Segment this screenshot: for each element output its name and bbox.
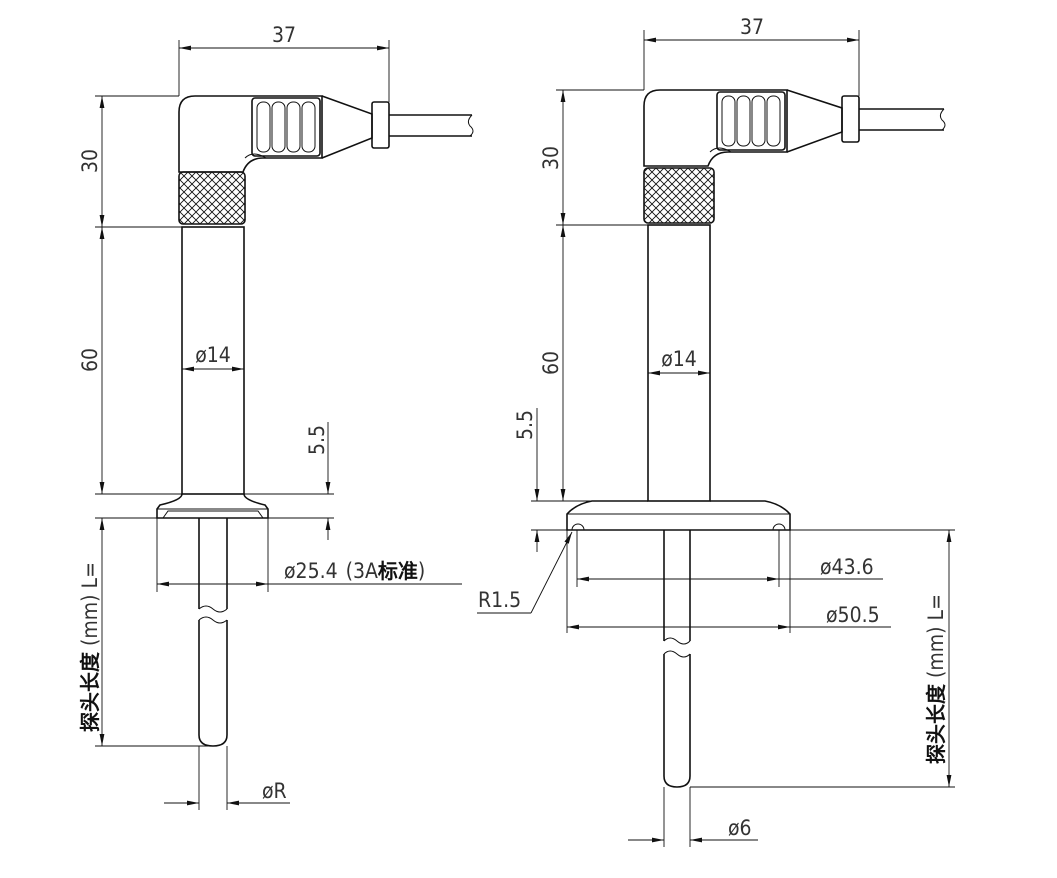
left-connector-head bbox=[178, 95, 474, 173]
right-shaft-diameter-label: ø14 bbox=[661, 347, 697, 371]
left-flange-label: ø25.4 (3A标准) bbox=[284, 559, 425, 583]
right-clamp-flange bbox=[566, 500, 791, 531]
left-probe-diameter-label: øR bbox=[262, 779, 287, 803]
right-probe-length-label: 探头长度 (mm) L= bbox=[924, 594, 948, 764]
right-dimension-labels: 37 30 60 ø14 5.5 ø43.6 ø50.5 R1.5 探头长度 (m… bbox=[478, 15, 948, 840]
right-probe-length-unit: (mm) L= bbox=[924, 594, 948, 678]
left-probe-length-label: 探头长度 (mm) L= bbox=[78, 562, 102, 732]
right-knurled-nut bbox=[643, 167, 715, 224]
left-shaft-diameter-label: ø14 bbox=[195, 343, 231, 367]
right-head-height-label: 30 bbox=[539, 146, 563, 170]
right-shaft-length-label: 60 bbox=[539, 351, 563, 375]
left-clamp-flange bbox=[156, 493, 269, 519]
left-flange-diameter: ø25.4 bbox=[284, 559, 338, 583]
right-radius-label: R1.5 bbox=[478, 588, 521, 612]
left-shaft-length-label: 60 bbox=[78, 348, 102, 372]
left-head-height-label: 30 bbox=[78, 149, 102, 173]
left-probe bbox=[198, 518, 228, 747]
left-dimensions bbox=[95, 40, 462, 810]
left-flange-standard-cn: 标准 bbox=[378, 559, 418, 583]
left-sensor bbox=[156, 95, 474, 747]
right-clamp-height-label: 5.5 bbox=[513, 410, 537, 440]
right-probe-diameter-label: ø6 bbox=[728, 816, 752, 840]
right-outer-diameter-label: ø50.5 bbox=[826, 603, 880, 627]
left-probe-length-cn: 探头长度 bbox=[78, 651, 102, 732]
right-width-label: 37 bbox=[740, 15, 764, 39]
right-sensor bbox=[566, 89, 946, 788]
right-probe bbox=[663, 530, 691, 788]
right-dimensions bbox=[477, 30, 955, 847]
left-probe-length-unit: (mm) L= bbox=[78, 562, 102, 646]
left-flange-standard-close: ) bbox=[418, 559, 425, 583]
left-dimension-labels: 37 30 60 ø14 5.5 ø25.4 (3A标准) 探头长度 (mm) L=… bbox=[78, 23, 425, 803]
right-connector-head bbox=[643, 89, 946, 167]
right-probe-length-cn: 探头长度 bbox=[924, 683, 948, 764]
left-flange-standard: (3A bbox=[346, 559, 378, 583]
left-knurled-nut bbox=[178, 171, 246, 225]
left-width-label: 37 bbox=[272, 23, 296, 47]
left-clamp-height-label: 5.5 bbox=[305, 425, 329, 455]
right-inner-diameter-label: ø43.6 bbox=[820, 555, 874, 579]
